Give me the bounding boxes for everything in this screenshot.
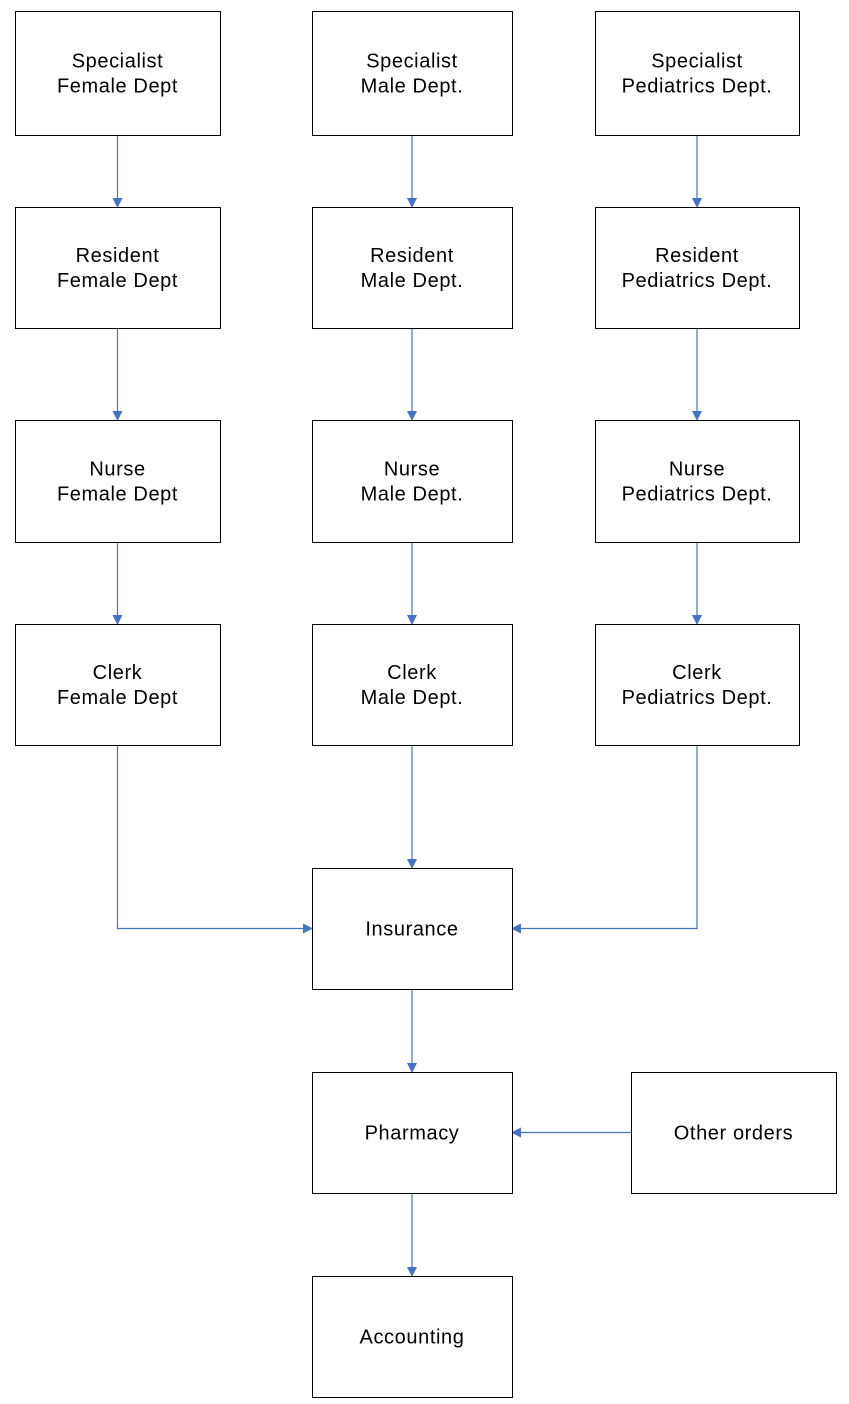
box-label-line: Resident xyxy=(76,245,160,267)
box-label-line: Male Dept. xyxy=(361,687,464,709)
box-border xyxy=(312,11,513,136)
box-label-line: Specialist xyxy=(72,51,164,73)
box-label-line: Nurse xyxy=(89,459,145,481)
box-label-line: Female Dept xyxy=(57,484,178,506)
box-border xyxy=(595,11,800,136)
box-label-line: Specialist xyxy=(366,51,458,73)
arrow-clerk-female-to-insurance xyxy=(116,745,313,934)
box-label-line: Pediatrics Dept. xyxy=(622,687,773,709)
box-label-line: Clerk xyxy=(93,662,143,684)
box-border xyxy=(595,420,800,543)
box-border xyxy=(15,11,221,136)
box-label-line: Female Dept xyxy=(57,76,178,98)
box-other-orders: Other orders xyxy=(631,1072,837,1194)
box-label-line: Nurse xyxy=(384,459,440,481)
box-label-line: Female Dept xyxy=(57,270,178,292)
box-accounting: Accounting xyxy=(312,1276,513,1398)
box-insurance: Insurance xyxy=(312,868,513,990)
box-label-line: Resident xyxy=(655,245,739,267)
box-label-line: Male Dept. xyxy=(361,270,464,292)
box-border xyxy=(15,420,221,543)
box-border xyxy=(312,1276,513,1398)
box-label-line: Insurance xyxy=(365,919,458,941)
box-label-line: Pharmacy xyxy=(365,1123,460,1145)
box-label-line: Pediatrics Dept. xyxy=(622,76,773,98)
box-label-line: Female Dept xyxy=(57,687,178,709)
box-border xyxy=(15,207,221,329)
box-label-line: Clerk xyxy=(672,662,722,684)
box-border xyxy=(312,624,513,746)
box-border xyxy=(631,1072,837,1194)
box-label-line: Clerk xyxy=(387,662,437,684)
box-label-line: Other orders xyxy=(674,1123,793,1145)
box-label-line: Pediatrics Dept. xyxy=(622,270,773,292)
connectors xyxy=(112,135,702,1277)
box-border xyxy=(595,207,800,329)
box-label-line: Male Dept. xyxy=(361,76,464,98)
box-label-line: Nurse xyxy=(669,459,725,481)
box-pharmacy: Pharmacy xyxy=(312,1072,513,1194)
box-label-line: Resident xyxy=(370,245,454,267)
box-border xyxy=(312,420,513,543)
box-label-line: Accounting xyxy=(360,1327,465,1349)
box-border xyxy=(595,624,800,746)
box-label-line: Male Dept. xyxy=(361,484,464,506)
box-border xyxy=(15,624,221,746)
arrow-clerk-pediatrics-to-insurance xyxy=(511,745,698,934)
box-border xyxy=(312,207,513,329)
box-border xyxy=(312,1072,513,1194)
box-label-line: Pediatrics Dept. xyxy=(622,484,773,506)
box-label-line: Specialist xyxy=(651,51,743,73)
box-border xyxy=(312,868,513,990)
